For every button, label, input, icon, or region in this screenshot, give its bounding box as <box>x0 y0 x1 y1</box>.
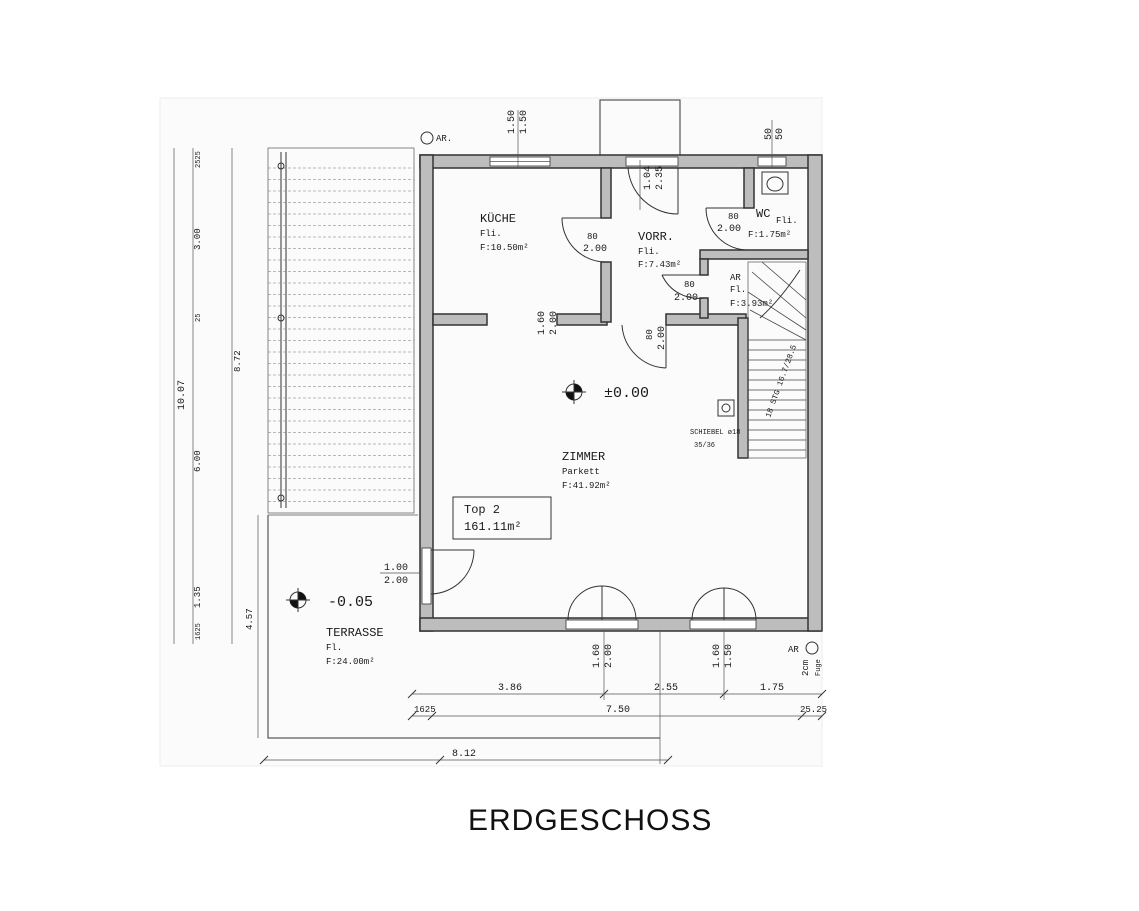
ar-label-top: AR. <box>436 134 452 144</box>
corner-note-2: Fuge <box>815 659 823 676</box>
room-zimmer-name: ZIMMER <box>562 450 605 464</box>
passage-w: 1.60 <box>537 311 548 335</box>
dimension-tick <box>797 711 807 721</box>
stair-winder <box>747 291 807 331</box>
vorr-entry-h: 2.35 <box>655 166 666 190</box>
wc-door-h: 2.00 <box>717 224 741 235</box>
room-kueche-floor: Fli. <box>480 229 502 239</box>
unit-name: Top 2 <box>464 503 500 517</box>
room-ar-floor: Fl. <box>730 285 746 295</box>
kueche-window-w: 1.50 <box>507 110 518 134</box>
dimension-tick <box>427 711 437 721</box>
room-vorr-floor: Fli. <box>638 247 660 257</box>
stair-winder <box>761 261 807 301</box>
schiebel-label: SCHIEBEL ø18 <box>690 429 740 437</box>
zimmer-door-h: 2.00 <box>657 326 668 350</box>
dim-bottom2-2: 7.50 <box>606 705 630 716</box>
passage-h: 2.00 <box>549 311 560 335</box>
dim-terrace-depth: 4.57 <box>245 608 255 630</box>
dim-left-small-1: 2525 <box>195 151 203 168</box>
dim-left-1: 3.00 <box>193 228 203 250</box>
south-window-2-w: 1.60 <box>712 644 723 668</box>
kueche-window-h: 1.50 <box>519 110 530 134</box>
room-kueche-name: KÜCHE <box>480 212 516 226</box>
entrance-porch <box>599 99 681 156</box>
room-vorr-area: F:7.43m² <box>638 260 681 270</box>
ar-label-bottom: AR <box>788 645 799 655</box>
level-marker-main <box>562 380 586 404</box>
dimension-tick <box>817 689 827 699</box>
wc-fixture <box>761 171 789 195</box>
plan-title: ERDGESCHOSS <box>468 804 712 837</box>
ar-marker-top <box>420 131 434 145</box>
room-wc-name: WC <box>756 207 770 221</box>
south-window-1-h: 2.00 <box>604 644 615 668</box>
wc-window-w: 50 <box>764 128 775 140</box>
room-terrasse-floor: Fl. <box>326 643 342 653</box>
dim-bottom2-3: 25.25 <box>800 705 827 715</box>
dim-left-total: 10.07 <box>177 380 188 410</box>
dim-left-mid: 8.72 <box>233 350 243 372</box>
dim-left-small-3: 1625 <box>195 623 203 640</box>
schiebel-sub-label: 35/36 <box>694 442 715 450</box>
level-main: ±0.00 <box>604 385 649 402</box>
dimension-tick <box>663 755 673 765</box>
dim-bottom-2: 2.55 <box>654 683 678 694</box>
staircase <box>717 261 807 459</box>
vorr-entry-w: 1.04 <box>643 166 654 190</box>
room-zimmer-floor: Parkett <box>562 467 600 477</box>
dim-bottom-3: 1.75 <box>760 683 784 694</box>
room-kueche-area: F:10.50m² <box>480 243 529 253</box>
stair-winder <box>751 271 807 319</box>
dimension-tick <box>407 689 417 699</box>
room-vorr-name: VORR. <box>638 230 674 244</box>
dimension-tick <box>259 755 269 765</box>
room-ar-name: AR <box>730 273 741 283</box>
unit-box <box>452 496 552 540</box>
ar-marker-bottom <box>805 641 819 655</box>
dimension-lines <box>173 110 827 765</box>
unit-area: 161.11m² <box>464 520 522 534</box>
zimmer-door-w: 80 <box>645 329 655 340</box>
dim-bottom2-1: 1625 <box>414 705 436 715</box>
room-terrasse-name: TERRASSE <box>326 626 384 640</box>
dimension-tick <box>407 711 417 721</box>
south-window-1-w: 1.60 <box>592 644 603 668</box>
dim-left-3: 1.35 <box>193 586 203 608</box>
drawing-sheet <box>159 97 823 767</box>
dimension-tick <box>817 711 827 721</box>
south-window-2-h: 1.50 <box>724 644 735 668</box>
dim-left-small-2: 25 <box>195 314 203 322</box>
opening-labels: 1.50 1.50 80 2.00 1.04 2.35 50 50 80 2.0… <box>380 110 823 676</box>
door-swings <box>430 167 757 621</box>
wc-door-w: 80 <box>728 212 739 222</box>
room-wc-floor: Fli. <box>776 216 798 226</box>
level-terrace: -0.05 <box>328 594 373 611</box>
terrace-door-w: 1.00 <box>384 563 408 574</box>
terrace-area <box>267 514 660 739</box>
interior-walls <box>432 167 809 459</box>
dim-total-width: 8.12 <box>452 749 476 760</box>
room-ar-area: F:3.93m² <box>730 299 773 309</box>
kueche-door-w: 80 <box>587 232 598 242</box>
corner-note-1: 2cm <box>801 660 811 676</box>
dimension-labels: 3.86 2.55 1.75 1625 7.50 25.25 8.12 10.0… <box>177 151 827 760</box>
wc-window-h: 50 <box>775 128 786 140</box>
dimension-tick <box>435 755 445 765</box>
terrace-pergola <box>267 147 415 514</box>
dim-bottom-1: 3.86 <box>498 683 522 694</box>
stair-winder <box>749 309 807 341</box>
ar-door-w: 80 <box>684 280 695 290</box>
ar-door-h: 2.00 <box>674 293 698 304</box>
dim-left-2: 6.00 <box>193 450 203 472</box>
terrace-door-h: 2.00 <box>384 576 408 587</box>
level-marker-terrace <box>286 588 310 612</box>
room-terrasse-area: F:24.00m² <box>326 657 375 667</box>
kueche-door-h: 2.00 <box>583 244 607 255</box>
room-wc-area: F:1.75m² <box>748 230 791 240</box>
room-zimmer-area: F:41.92m² <box>562 481 611 491</box>
